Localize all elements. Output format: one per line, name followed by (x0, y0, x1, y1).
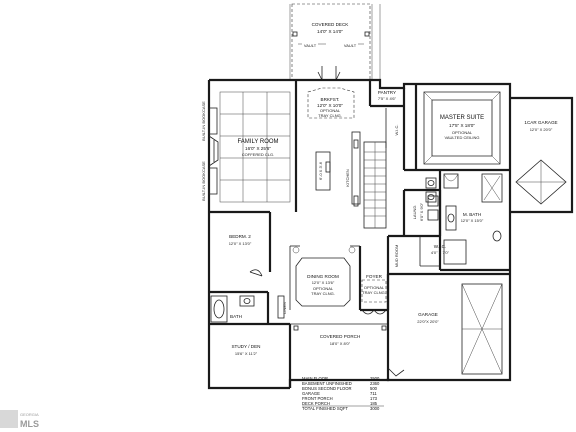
breakfast-dim: 12'0" X 10'0" (317, 103, 343, 108)
porch-name: COVERED PORCH (320, 334, 361, 339)
breakfast-note2: TRAY CLNG. (318, 113, 342, 118)
bedroom2-name: BEDRM. 2 (229, 234, 251, 239)
staircase (363, 141, 387, 229)
master-suite-name: MASTER SUITE (440, 115, 484, 121)
watermark-small: GEORGIA (20, 412, 39, 417)
wic-bottom-dim: 4'0" X 7'0" (431, 250, 450, 255)
deck-vault-left: VAULT (304, 43, 317, 48)
master-suite-note1: OPTIONAL (452, 130, 473, 135)
area-row-value: 2360 (370, 381, 380, 386)
breakfast-name: BRKFST. (321, 97, 340, 102)
bath-name: BATH (230, 314, 242, 319)
family-room-name: FAMILY ROOM (237, 139, 278, 145)
dining-dim: 12'0" X 13'6" (312, 280, 335, 285)
dining-note2: TRAY CLNG. (311, 291, 335, 296)
m-bath-dim: 12'0" X 15'0" (461, 218, 484, 223)
foyer-note2: TRAY CLNG. (362, 290, 386, 295)
garage-dim: 22'0"X 20'0" (417, 319, 439, 324)
area-row-label: TOTAL FINISHED SQFT (302, 406, 348, 411)
study-den: STUDY / DEN 15'6" X 11'2" (231, 344, 260, 356)
mud-room-name: MUD ROOM (394, 245, 399, 268)
area-row-label: FRONT PORCH (302, 396, 333, 401)
outer-walls (207, 78, 574, 390)
deck-vault-right: VAULT (344, 43, 357, 48)
area-row-label: BONUS SECOND FLOOR (302, 386, 352, 391)
garage: GARAGE 22'0"X 20'0" (387, 283, 503, 377)
one-car-garage-name: 1CAR GARAGE (524, 120, 557, 125)
area-row-label: DECK PORCH (302, 401, 330, 406)
dining-note1: OPTIONAL (313, 286, 334, 291)
covered-deck-dim: 14'0" X 14'0" (317, 29, 343, 34)
built-in-top-label: BUILT-IN BOOKCASE (201, 101, 206, 141)
area-row-value: 3000 (370, 406, 380, 411)
built-in-bottom-label: BUILT-IN BOOKCASE (201, 161, 206, 201)
area-row-label: MAIN FLOOR (302, 376, 328, 381)
foyer-note1: OPTIONAL (364, 285, 385, 290)
foyer-name: FOYER (366, 274, 383, 279)
bath: BATH LINEN (210, 295, 287, 323)
wic-top-name: W.I.C. (394, 125, 399, 136)
master-suite-dim: 17'5" X 18'0" (449, 123, 475, 128)
bedroom-2: BEDRM. 2 12'0" X 13'0" (229, 234, 263, 277)
watermark-main: MLS (20, 419, 39, 429)
breakfast-note1: OPTIONAL (320, 108, 341, 113)
pantry-dim: 7'5" X 4'6" (378, 96, 397, 101)
area-row-value: 173 (370, 396, 378, 401)
covered-porch: COVERED PORCH 18'0" X 8'0" (293, 325, 387, 346)
area-row-value: 500 (370, 386, 378, 391)
kitchen-name: KITCHEN (345, 169, 350, 187)
pantry: PANTRY 7'5" X 4'6" W.I.C. (378, 90, 399, 135)
dining-name: DINING ROOM (307, 274, 339, 279)
watermark: GEORGIA MLS (0, 410, 39, 429)
kitchen-island-dim: 6'-0 X 3'-6 (318, 161, 323, 180)
laund-name: LAUND. (412, 205, 417, 220)
family-room-dim: 16'0" X 25'6" (245, 146, 271, 151)
one-car-garage: 1CAR GARAGE 12'0" X 20'0" (515, 120, 567, 205)
bedroom2-dim: 12'0" X 13'0" (229, 241, 252, 246)
dining-room: DINING ROOM 12'0" X 13'6" OPTIONAL TRAY … (292, 246, 356, 307)
covered-deck: COVERED DECK 14'0" X 14'0" VAULT VAULT (289, 3, 381, 81)
wic-bottom-name: W.I.C. (434, 244, 447, 249)
m-bath-name: M. BATH (463, 212, 481, 217)
area-row-value: 2500 (370, 376, 380, 381)
area-row-value: 711 (370, 391, 377, 396)
area-row-label: GARAGE (302, 391, 320, 396)
garage-name: GARAGE (418, 312, 438, 317)
breakfast-kitchen: BRKFST. 12'0" X 10'0" OPTIONAL TRAY CLNG… (307, 87, 387, 229)
master-bath: M. BATH 12'0" X 15'0" (425, 173, 503, 265)
master-suite-note2: VAULTED CEILING (445, 135, 480, 140)
linen-name: LINEN (282, 302, 287, 314)
laund-dim: 6'0" X 9'0" (419, 202, 424, 221)
family-room-coffers: BUILT-IN BOOKCASE BUILT-IN BOOKCASE FAMI… (201, 91, 291, 203)
laundry-wic: LAUND. 6'0" X 9'0" W.I.C. 4'0" X 7'0" MU… (394, 195, 450, 268)
foyer: FOYER OPTIONAL TRAY CLNG. (361, 274, 387, 315)
study-name: STUDY / DEN (231, 344, 260, 349)
one-car-garage-dim: 12'0" X 20'0" (530, 127, 553, 132)
family-room-note: COFFERED CLG. (242, 152, 274, 157)
porch-dim: 18'0" X 8'0" (330, 341, 351, 346)
study-dim: 15'6" X 11'2" (235, 351, 258, 356)
interior-walls (209, 80, 510, 388)
covered-deck-name: COVERED DECK (312, 22, 350, 27)
area-row-label: BASEMENT UNFINISHED (302, 381, 352, 386)
master-suite: MASTER SUITE 17'5" X 18'0" OPTIONAL VAUL… (423, 91, 501, 165)
pantry-name: PANTRY (378, 90, 396, 95)
area-row-value: 185 (370, 401, 378, 406)
